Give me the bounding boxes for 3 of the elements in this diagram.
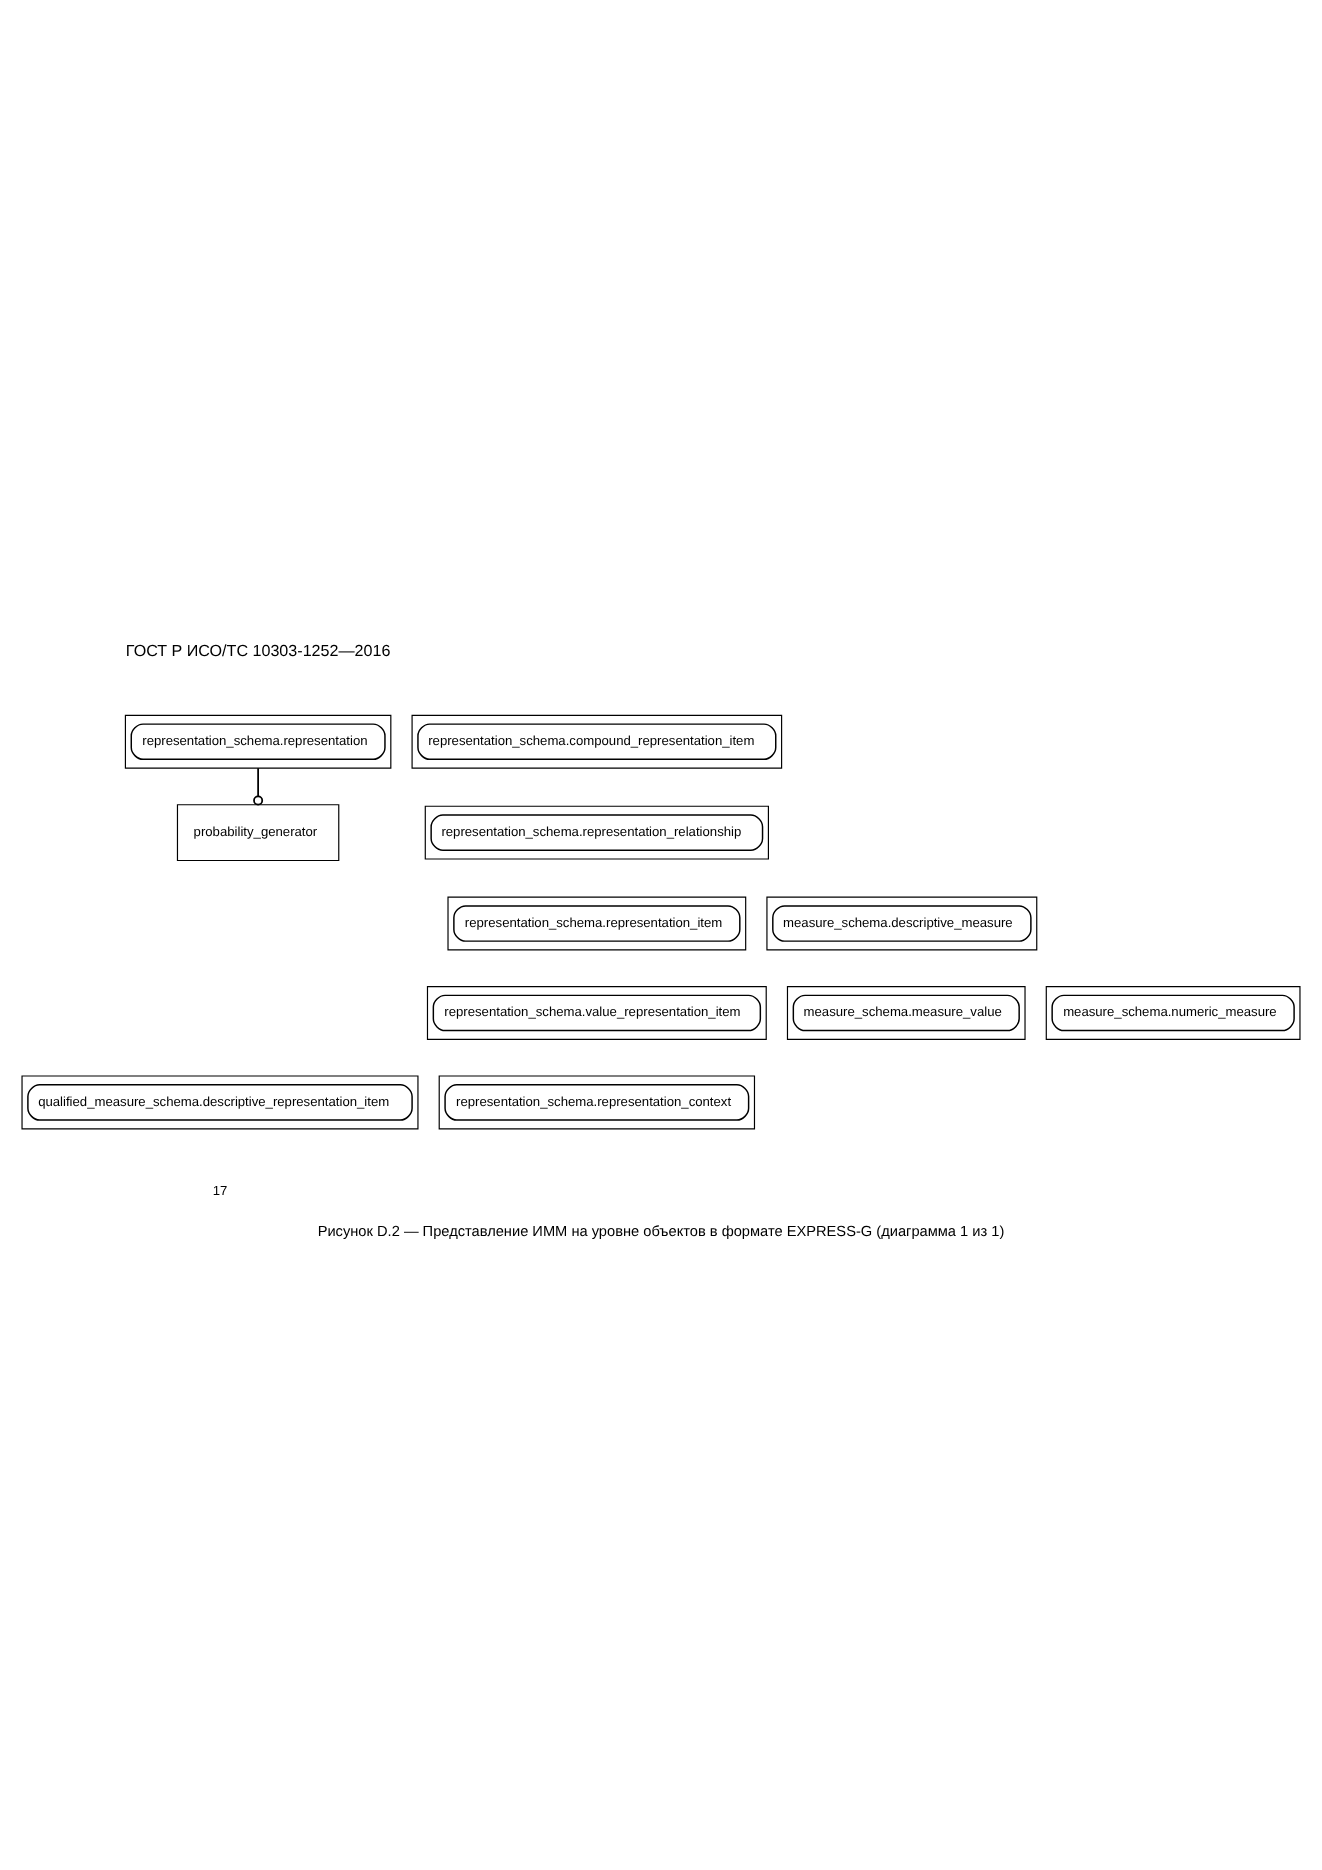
caption: Рисунок D.2 — Представление ИММ на уровне объектов в формате EXPRESS-G (диаграмма 1 из 1): [317, 1220, 1005, 1239]
connector: [253, 766, 264, 805]
label: ГОСТ Р ИСО/ТС 10303-1252—2016: [125, 641, 391, 660]
